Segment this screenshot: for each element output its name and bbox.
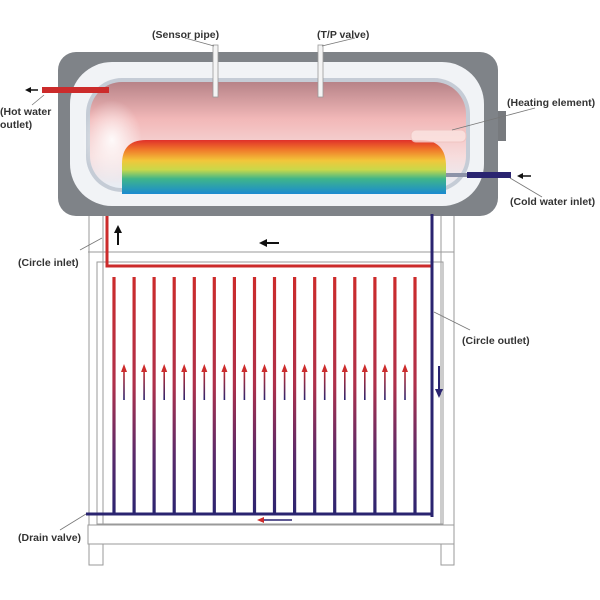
collector-tube <box>112 277 116 514</box>
cold-inlet-inner-pipe <box>446 173 468 177</box>
collector-tube <box>172 277 176 514</box>
cold-water-inlet-pipe <box>467 172 511 178</box>
up-flow-arrow-icon <box>221 364 228 400</box>
hot-water-outlet-pipe <box>42 87 109 93</box>
collector-tube <box>252 277 257 514</box>
collector-tube <box>313 277 317 514</box>
label-hot-water-outlet-line2: outlet) <box>0 119 32 131</box>
label-tp-valve: (T/P valve) <box>317 29 369 41</box>
hot-outlet-arrow-icon <box>25 87 38 93</box>
drain-flow-arrow-icon <box>257 517 292 523</box>
up-flow-arrows <box>121 364 408 400</box>
up-flow-arrow-icon <box>201 364 208 400</box>
heat-stratification-gradient <box>122 140 446 194</box>
leader-circle-inlet <box>79 237 103 251</box>
leader-cold-water-inlet <box>509 177 543 198</box>
collector-tubes <box>112 277 417 514</box>
label-circle-inlet: (Circle inlet) <box>18 257 79 269</box>
label-sensor-pipe: (Sensor pipe) <box>152 29 219 41</box>
label-heating-element: (Heating element) <box>507 97 595 109</box>
collector-tube <box>192 277 196 514</box>
up-flow-arrow-icon <box>181 364 188 400</box>
collector-tube <box>132 277 136 514</box>
heating-element-housing <box>498 111 506 141</box>
collector-tube <box>373 277 377 514</box>
collector-tube <box>272 277 277 514</box>
up-flow-arrow-icon <box>241 364 248 400</box>
up-flow-arrow-icon <box>361 364 368 400</box>
label-circle-outlet: (Circle outlet) <box>462 335 530 347</box>
up-flow-arrow-icon <box>321 364 328 400</box>
leader-drain-valve <box>59 513 87 531</box>
up-flow-arrow-icon <box>402 364 408 400</box>
up-flow-arrow-icon <box>161 364 168 400</box>
storage-tank <box>58 52 506 216</box>
frame-base-rail <box>87 524 455 545</box>
collector-tube <box>212 277 216 514</box>
cold-inlet-arrow-icon <box>517 173 531 179</box>
leader-lines <box>31 37 543 531</box>
up-flow-arrow-icon <box>121 364 127 400</box>
up-arrow-icon <box>114 225 122 245</box>
label-cold-water-inlet: (Cold water inlet) <box>510 196 595 208</box>
collector-tube <box>393 277 397 514</box>
leader-hot-water-outlet <box>31 94 45 106</box>
collector-tube <box>353 277 357 514</box>
collector-tube <box>232 277 236 514</box>
up-flow-arrow-icon <box>381 364 388 400</box>
tp-valve-pipe <box>317 44 324 98</box>
label-drain-valve: (Drain valve) <box>18 532 81 544</box>
collector-frame <box>96 261 444 525</box>
collector-tube <box>293 277 297 514</box>
left-arrow-icon <box>259 239 279 247</box>
leader-sensor-pipe <box>184 37 215 47</box>
up-flow-arrow-icon <box>301 364 308 400</box>
label-hot-water-outlet-line1: (Hot water <box>0 106 51 118</box>
up-flow-arrow-icon <box>261 364 268 400</box>
circle-inlet-pipe <box>105 216 432 268</box>
down-arrow-icon <box>435 366 443 398</box>
leader-heating-element <box>451 107 536 131</box>
collector-tube <box>413 277 417 514</box>
collector-tube <box>152 277 156 514</box>
up-flow-arrow-icon <box>281 364 288 400</box>
heating-element <box>410 129 467 143</box>
up-flow-arrow-icon <box>141 364 148 400</box>
leader-tp-valve <box>321 37 356 47</box>
leader-circle-outlet <box>433 311 471 331</box>
up-flow-arrow-icon <box>341 364 348 400</box>
collector-tube <box>333 277 337 514</box>
sensor-pipe <box>212 44 219 98</box>
